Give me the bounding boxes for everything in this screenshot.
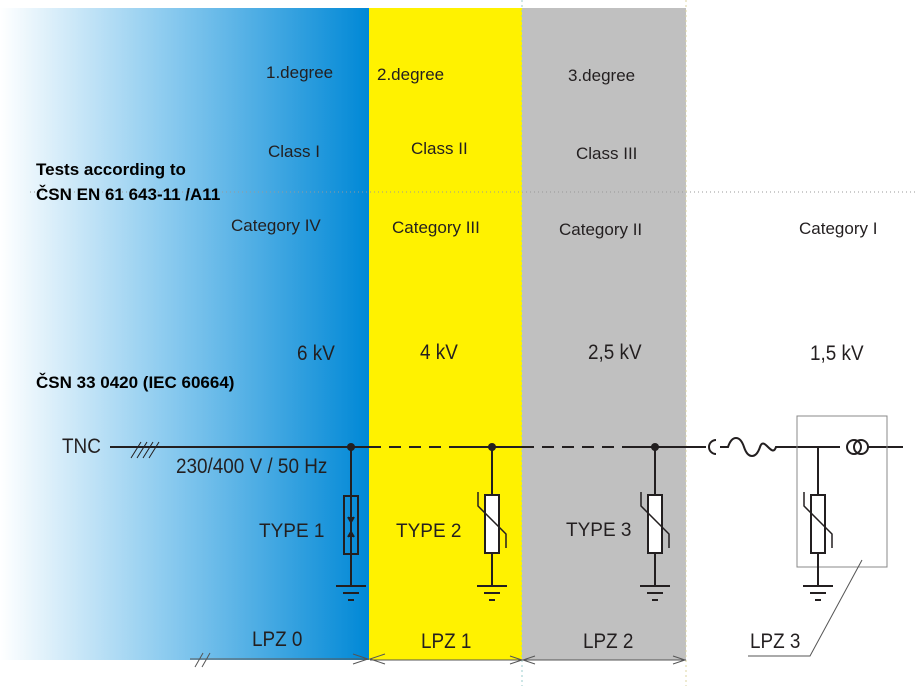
zone3-category: Category II	[559, 220, 643, 239]
lpz1-label: LPZ 1	[421, 630, 472, 653]
network-label: TNC	[62, 435, 101, 458]
standard-label: ČSN 33 0420 (IEC 60664)	[36, 373, 235, 392]
zone2-degree: 2.degree	[377, 65, 445, 84]
lpz3-label: LPZ 3	[750, 630, 801, 653]
zone4-voltage: 1,5 kV	[810, 342, 864, 365]
device-varistor	[810, 494, 826, 554]
zone1-voltage: 6 kV	[297, 342, 335, 365]
zone1-category: Category IV	[231, 216, 321, 235]
lpz0-label: LPZ 0	[252, 628, 303, 651]
supply-label: 230/400 V / 50 Hz	[176, 455, 328, 478]
lpz3-device-box	[796, 415, 888, 568]
spd-type2-varistor	[484, 494, 500, 554]
spd-type3-label: TYPE 3	[566, 520, 632, 541]
zone-lpz1-bg	[369, 8, 522, 660]
lpz2-label: LPZ 2	[583, 630, 634, 653]
zone3-degree: 3.degree	[568, 66, 636, 85]
transformer-icon	[846, 439, 862, 455]
zone1-class: Class I	[268, 142, 320, 161]
spd-type3-varistor	[647, 494, 663, 554]
zone3-class: Class III	[576, 144, 638, 163]
zone2-voltage: 4 kV	[420, 341, 458, 364]
ground-icons	[336, 585, 833, 601]
zone-lpz2-bg	[522, 8, 686, 660]
zone-lpz0-bg	[0, 8, 369, 660]
spd-type1-symbol	[343, 495, 359, 555]
spd-type2-label: TYPE 2	[396, 521, 462, 542]
zone4-category: Category I	[799, 219, 878, 238]
zone1-degree: 1.degree	[266, 63, 334, 82]
spd-type1-label: TYPE 1	[259, 521, 325, 542]
inductor-icon	[708, 437, 840, 457]
zone2-category: Category III	[392, 218, 480, 237]
tests-heading-line2: ČSN EN 61 643-11 /A11	[36, 185, 221, 204]
zone3-voltage: 2,5 kV	[588, 341, 642, 364]
tests-heading-line1: Tests according to	[36, 160, 186, 179]
zone2-class: Class II	[411, 139, 468, 158]
